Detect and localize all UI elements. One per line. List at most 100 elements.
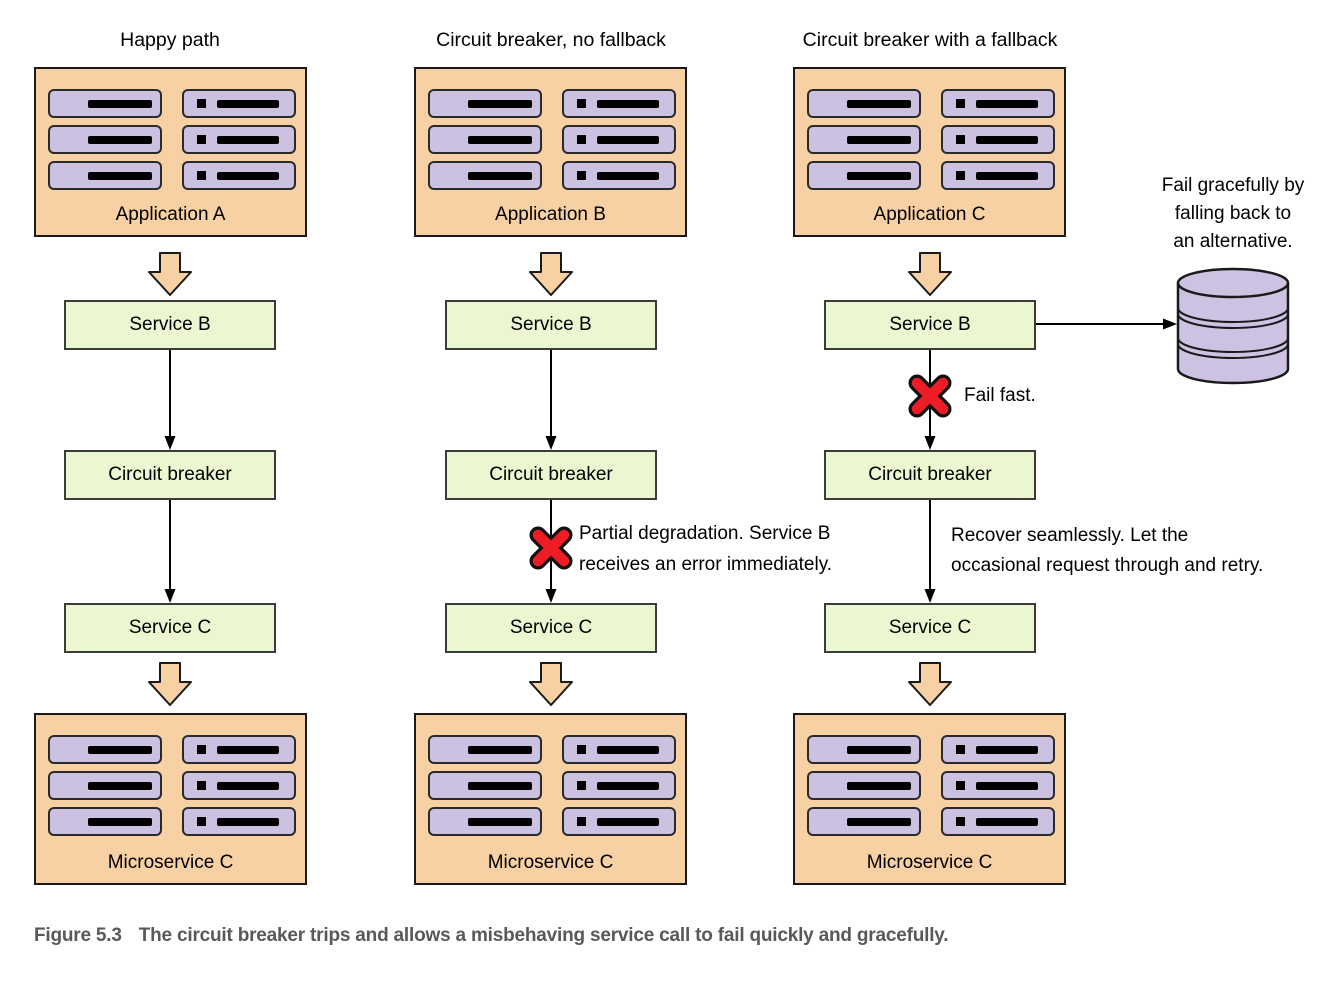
server-icon (941, 771, 1055, 800)
server-icon (807, 161, 921, 190)
server-slot-bar (597, 745, 659, 754)
server-icon (182, 89, 296, 118)
fail-x-icon (908, 374, 952, 418)
server-icon (562, 735, 676, 764)
server-icon (48, 125, 162, 154)
server-led (956, 99, 965, 108)
server-slot-bar (847, 135, 911, 144)
server-icon (941, 125, 1055, 154)
fallback-note-annotation: Fail gracefully by falling back to an al… (1161, 175, 1305, 252)
application-b-box: Application B (414, 67, 687, 237)
arrow-down-icon (164, 350, 176, 450)
server-icon (48, 89, 162, 118)
server-slot-bar (468, 99, 532, 108)
microservice-c-label: Microservice C (107, 852, 234, 873)
circuit-breaker-label: Circuit breaker (868, 464, 992, 485)
service-c-box: Service C (445, 603, 657, 653)
server-slot-bar (847, 817, 911, 826)
server-slot-bar (217, 745, 279, 754)
server-icon (807, 807, 921, 836)
server-led (577, 135, 586, 144)
server-slot-bar (597, 817, 659, 826)
server-icon (48, 735, 162, 764)
server-slot-bar (847, 99, 911, 108)
server-led (197, 99, 206, 108)
server-icon (562, 771, 676, 800)
server-icon (562, 161, 676, 190)
server-icon (562, 89, 676, 118)
server-slot-bar (88, 745, 152, 754)
figure-caption-number: Figure 5.3 (34, 925, 122, 946)
arrow-right-icon (1036, 318, 1177, 330)
service-b-box: Service B (64, 300, 276, 350)
server-slot-bar (88, 99, 152, 108)
service-b-label: Service B (510, 314, 592, 335)
microservice-c-label: Microservice C (487, 852, 614, 873)
server-led (197, 781, 206, 790)
server-slot-bar (88, 135, 152, 144)
server-slot-bar (847, 171, 911, 180)
server-icon (941, 735, 1055, 764)
server-led (197, 171, 206, 180)
server-slot-bar (217, 781, 279, 790)
server-led (956, 817, 965, 826)
server-slot-bar (597, 135, 659, 144)
server-slot-bar (976, 135, 1038, 144)
partial-degradation-annotation: Partial degradation. Service B receives … (579, 523, 833, 575)
server-icon (941, 89, 1055, 118)
service-c-box: Service C (64, 603, 276, 653)
arrow-down-icon (545, 350, 557, 450)
server-icon (807, 735, 921, 764)
server-led (577, 781, 586, 790)
server-rack-group (48, 89, 296, 190)
server-icon (182, 735, 296, 764)
circuit-breaker-box: Circuit breaker (445, 450, 657, 500)
server-slot-bar (976, 817, 1038, 826)
microservice-c-box: Microservice C (34, 713, 307, 885)
server-icon (182, 125, 296, 154)
server-icon (182, 161, 296, 190)
server-icon (428, 161, 542, 190)
arrow-down-icon (924, 500, 936, 603)
column-title-happy-path: Happy path (120, 29, 220, 51)
server-rack-group (428, 735, 676, 836)
service-c-box: Service C (824, 603, 1036, 653)
service-b-label: Service B (889, 314, 971, 335)
server-icon (807, 771, 921, 800)
server-slot-bar (976, 781, 1038, 790)
server-icon (182, 807, 296, 836)
server-slot-bar (468, 135, 532, 144)
server-icon (428, 125, 542, 154)
server-slot-bar (468, 817, 532, 826)
server-icon (48, 161, 162, 190)
server-icon (182, 771, 296, 800)
microservice-c-label: Microservice C (866, 852, 993, 873)
column-title-with-fallback: Circuit breaker with a fallback (802, 29, 1058, 51)
server-slot-bar (88, 817, 152, 826)
block-arrow-down-icon (529, 662, 573, 706)
block-arrow-down-icon (908, 252, 952, 296)
server-slot-bar (976, 171, 1038, 180)
server-icon (428, 807, 542, 836)
server-icon (941, 807, 1055, 836)
server-slot-bar (217, 817, 279, 826)
database-icon (1176, 267, 1290, 385)
application-a-label: Application A (115, 204, 226, 225)
fail-fast-annotation: Fail fast. (964, 385, 1036, 406)
server-led (197, 817, 206, 826)
fail-x-icon (529, 526, 573, 570)
server-led (577, 99, 586, 108)
server-slot-bar (468, 781, 532, 790)
server-icon (562, 807, 676, 836)
service-c-label: Service C (888, 617, 972, 638)
recover-seamlessly-annotation: Recover seamlessly. Let the occasional r… (951, 525, 1264, 576)
column-title-no-fallback: Circuit breaker, no fallback (436, 29, 666, 51)
block-arrow-down-icon (148, 252, 192, 296)
server-icon (48, 807, 162, 836)
server-led (577, 745, 586, 754)
server-slot-bar (847, 781, 911, 790)
server-icon (562, 125, 676, 154)
microservice-c-box: Microservice C (793, 713, 1066, 885)
